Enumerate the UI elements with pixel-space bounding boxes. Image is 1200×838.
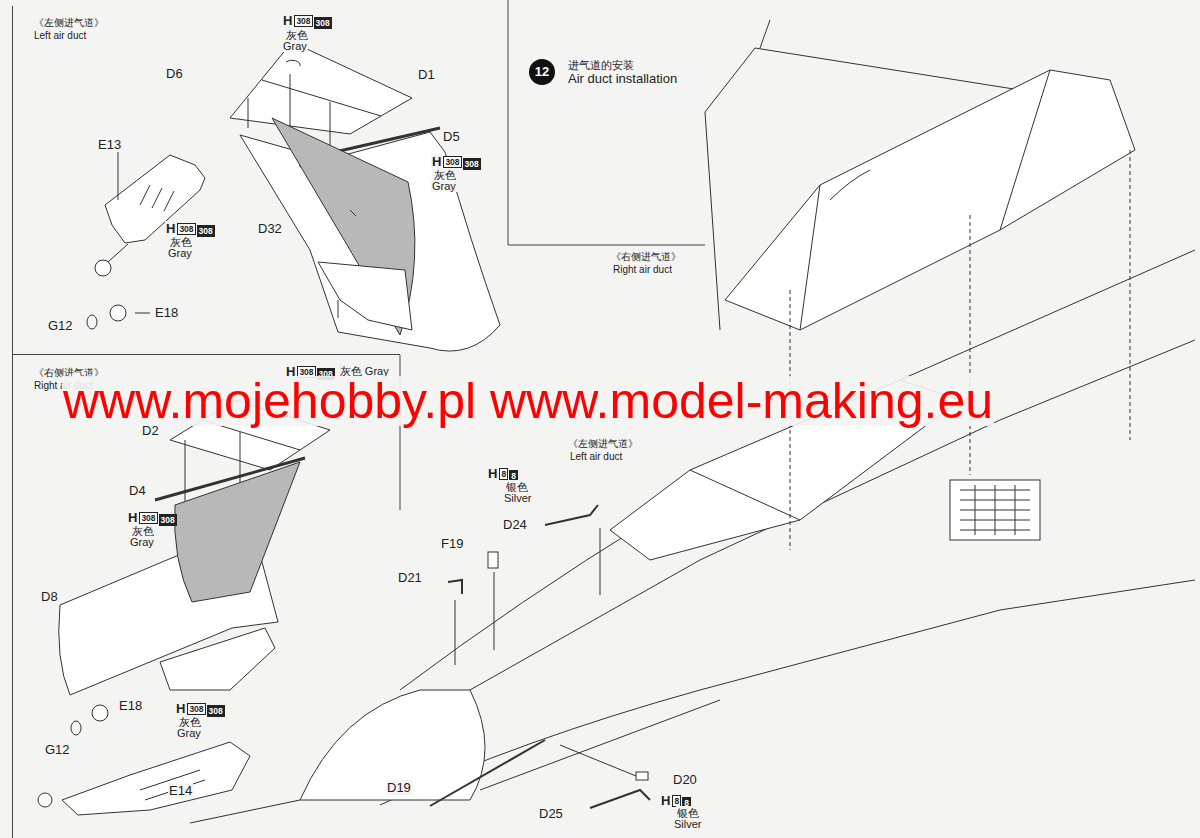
- part-number: D6: [165, 66, 184, 81]
- part-number: D4: [128, 483, 147, 498]
- step-title: Air duct installation: [567, 71, 678, 86]
- part-number: G12: [47, 318, 74, 333]
- paint-number: 308: [463, 158, 481, 170]
- part-number: E18: [154, 305, 179, 320]
- part-number: D21: [397, 570, 423, 585]
- color-name: Silver: [503, 492, 533, 504]
- part-number: D5: [442, 129, 461, 144]
- paint-number: 308: [159, 514, 177, 526]
- paint-code: H: [431, 154, 442, 169]
- part-number: G12: [44, 742, 71, 757]
- paint-number: 308: [177, 223, 195, 235]
- part-number: D20: [672, 772, 698, 787]
- step-number: 12: [529, 59, 555, 85]
- part-number: D1: [417, 67, 436, 82]
- paint-number: 308: [197, 225, 215, 237]
- panel-heading: 《左侧进气道》: [34, 16, 104, 30]
- color-name: Gray: [176, 727, 202, 739]
- inset-panel: 《右侧进气道》Right air duct: [12, 355, 400, 838]
- inset-panel: 《左侧进气道》Left air duct: [12, 6, 400, 355]
- paint-number: 308: [443, 156, 461, 168]
- paint-number: 308: [314, 17, 332, 29]
- part-number: E13: [97, 137, 122, 152]
- color-name: Gray: [282, 40, 308, 52]
- paint-code: H: [165, 221, 176, 236]
- paint-number: 308: [187, 703, 205, 715]
- paint-number: 8: [499, 468, 508, 480]
- part-number: D8: [40, 589, 59, 604]
- paint-code: H: [127, 510, 138, 525]
- paint-code: H: [487, 466, 498, 481]
- watermark: www.mojehobby.pl www.model-making.eu: [62, 376, 994, 426]
- part-number: D19: [386, 780, 412, 795]
- color-name: Gray: [167, 247, 193, 259]
- part-number: F19: [440, 536, 464, 551]
- duct-label: 《左侧进气道》: [567, 437, 639, 451]
- duct-label: Right air duct: [612, 264, 673, 275]
- step-number-text: 12: [529, 59, 555, 85]
- part-number: E14: [168, 783, 193, 798]
- duct-label: Left air duct: [569, 451, 623, 462]
- part-number: D24: [502, 517, 528, 532]
- paint-number: 308: [139, 512, 157, 524]
- duct-label: 《右侧进气道》: [610, 250, 682, 264]
- paint-number: 308: [207, 705, 225, 717]
- paint-code: H: [282, 13, 293, 28]
- part-number: D32: [257, 221, 283, 236]
- paint-code: H: [660, 793, 671, 808]
- paint-number: 308: [294, 15, 312, 27]
- paint-code: H: [175, 701, 186, 716]
- color-name: Gray: [129, 536, 155, 548]
- part-number: E18: [118, 698, 143, 713]
- color-name: Silver: [673, 818, 703, 830]
- part-number: D25: [538, 806, 564, 821]
- panel-heading: Left air duct: [34, 30, 86, 41]
- color-name: Gray: [431, 180, 457, 192]
